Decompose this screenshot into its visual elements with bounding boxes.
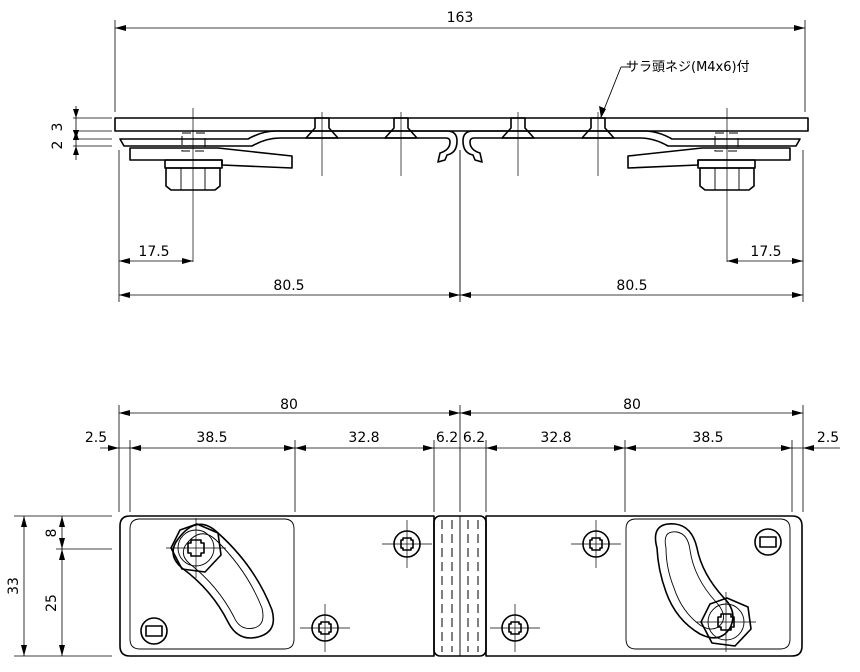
left-hex-nut [166,168,220,190]
dim-height-bottom-label: 25 [44,594,60,612]
dim-seg-right-outer-label: 38.5 [692,430,723,446]
screw-2 [385,112,417,176]
plan-left-leaf [120,516,434,656]
dim-plan-half-left-label: 80 [280,397,298,413]
left-square-hole [141,618,167,644]
dim-overall-width-label: 163 [447,10,474,26]
plan-view: 80 80 2.5 38.5 32.8 6.2 6.2 [6,397,840,656]
dim-thickness-bottom-label: 2 [50,141,66,150]
left-latch-block [130,108,292,262]
right-lower-leaf [463,131,800,162]
right-latch-block [628,108,790,262]
plan-hinge-knuckle [434,516,486,656]
dim-half: 80.5 80.5 [119,278,803,298]
screw-3 [502,112,534,176]
dim-thickness-top-label: 3 [50,123,66,132]
dim-plan-half-right-label: 80 [623,397,641,413]
top-plate [115,118,808,131]
dim-plan-half: 80 80 [119,397,803,512]
left-bolt-head [166,518,226,578]
dim-edge-right-label: 2.5 [817,430,839,446]
screw-note-label: サラ頭ネジ(M4x6)付 [626,60,750,75]
dim-plan-segments: 2.5 38.5 32.8 6.2 6.2 32.8 38.5 2.5 [85,430,840,512]
dim-offset: 17.5 17.5 [119,150,803,302]
dim-offset-right-label: 17.5 [750,244,781,260]
dim-thickness: 3 2 [50,106,112,160]
dim-offset-left-label: 17.5 [138,244,169,260]
screw-1 [306,112,338,176]
right-slot [655,524,732,638]
dim-seg-left-inner-label: 32.8 [348,430,379,446]
dim-overall-width: 163 [115,10,805,112]
dim-plan-height: 33 8 25 [6,516,112,656]
screw-4 [582,112,614,176]
left-screw-upper [382,520,432,568]
right-square-hole [755,529,781,555]
screw-note: サラ頭ネジ(M4x6)付 [599,60,750,118]
dim-height-top-label: 8 [44,529,60,538]
right-screw-lower [490,604,540,652]
countersunk-screws [306,112,614,176]
left-screw-lower [300,604,350,652]
left-lower-leaf [120,131,457,162]
dim-height-total-label: 33 [6,577,22,595]
dim-gap-left-label: 6.2 [436,430,458,446]
dim-half-right-label: 80.5 [616,278,647,294]
dim-seg-left-outer-label: 38.5 [196,430,227,446]
dim-edge-left-label: 2.5 [85,430,107,446]
right-screw-upper [571,520,621,568]
right-bolt-head [696,592,756,652]
right-hex-nut [700,168,754,190]
plan-right-leaf [486,516,802,656]
dim-seg-right-inner-label: 32.8 [540,430,571,446]
dim-half-left-label: 80.5 [273,278,304,294]
dim-gap-right-label: 6.2 [463,430,485,446]
side-view: 163 サラ頭ネジ(M4x6)付 [50,10,808,302]
